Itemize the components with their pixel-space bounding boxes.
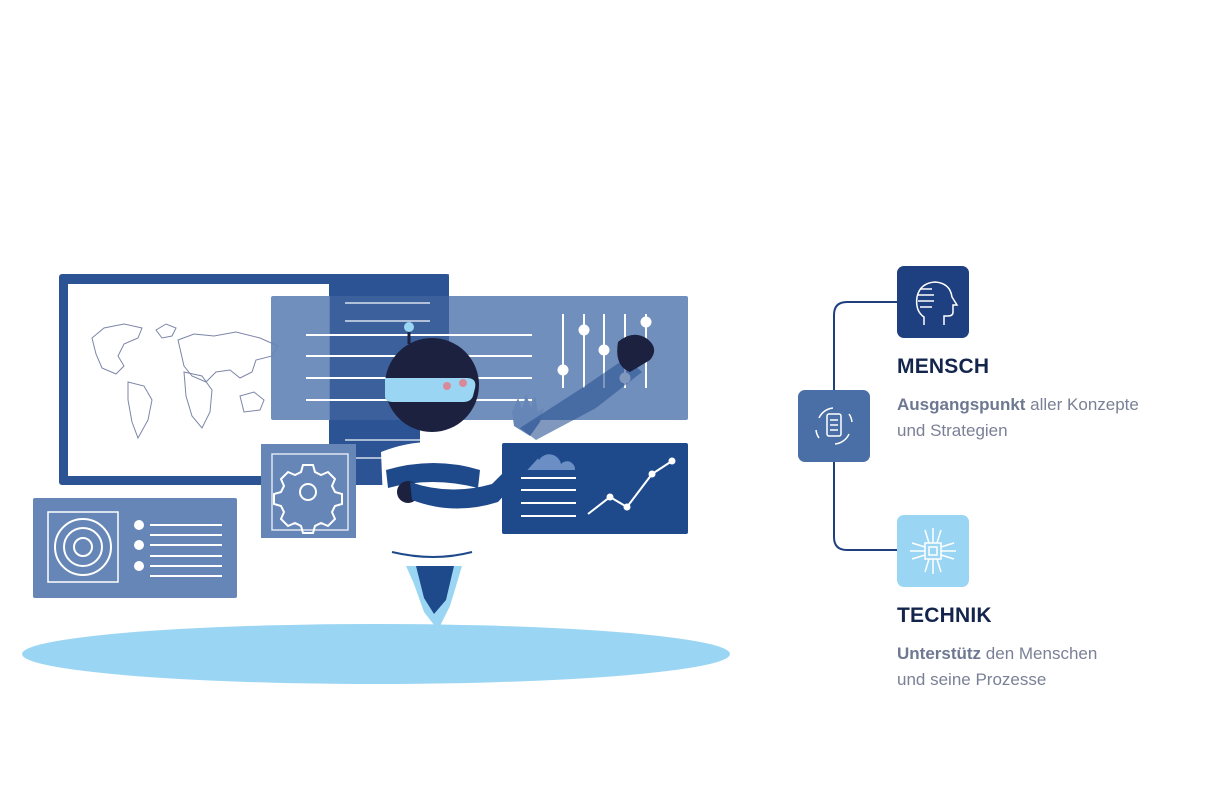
- gear-icon: [273, 464, 343, 534]
- technik-title: TECHNIK: [897, 604, 992, 627]
- mensch-desc-line1: aller Konzepte: [1025, 395, 1139, 414]
- technik-desc-bold: Unterstütz: [897, 644, 982, 663]
- mensch-description: Ausgangspunkt aller Konzepte und Strateg…: [897, 392, 1139, 444]
- audio-list-panel: [33, 498, 237, 598]
- technik-desc-line1: den Menschen: [981, 644, 1098, 663]
- mensch-desc-line2: und Strategien: [897, 421, 1008, 440]
- center-badge: [798, 390, 870, 462]
- document-cycle-icon: [815, 407, 853, 445]
- technik-description: Unterstütz den Menschen und seine Prozes…: [897, 641, 1097, 693]
- mensch-badge: [897, 266, 969, 338]
- technik-desc-line2: und seine Prozesse: [897, 670, 1047, 689]
- processor-chip-icon: [910, 528, 956, 574]
- human-head-icon: [915, 281, 959, 325]
- target-icon: [54, 518, 112, 576]
- gear-panel: [261, 444, 356, 538]
- world-map-outline: [91, 323, 279, 440]
- floor-shadow: [22, 624, 730, 684]
- technik-badge: [897, 515, 969, 587]
- mensch-title: MENSCH: [897, 355, 990, 378]
- mensch-desc-bold: Ausgangspunkt: [897, 395, 1026, 414]
- robot-figure: [381, 322, 655, 630]
- chart-panel: [502, 443, 688, 534]
